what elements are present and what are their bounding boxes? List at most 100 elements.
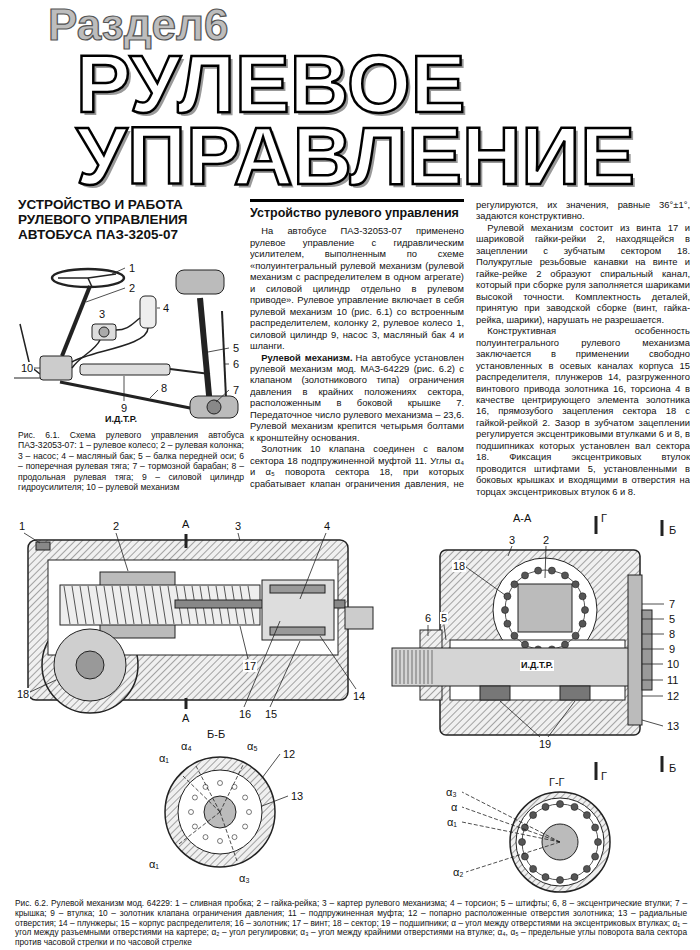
section-a-a-part-part <box>416 650 417 684</box>
steering-gear-view <box>24 533 373 713</box>
section-a-a-part-part <box>508 546 512 556</box>
section-g-g-part-part <box>466 842 560 872</box>
section-a-a-part-part <box>582 607 589 614</box>
section-a-a-part <box>440 550 640 735</box>
section-g-g-part-part <box>530 812 537 819</box>
section-a-a-part <box>518 584 572 632</box>
steering-gear-view-part-part <box>64 586 70 624</box>
steering-gear-view-part-part <box>136 586 142 624</box>
steering-scheme-part-part <box>150 390 158 398</box>
callout-number: α₃ <box>238 872 251 884</box>
callout-number: А <box>181 518 190 530</box>
callout-number: α₂ <box>452 866 465 878</box>
section-a-a-part-part <box>545 546 546 578</box>
section-a-a <box>392 516 664 780</box>
section-b-b-part-part <box>203 784 208 789</box>
section-a-a-part-part <box>548 701 575 737</box>
body-text: Рулевой механизм состоит из винта 17 и ш… <box>476 222 690 325</box>
watermark: И.Д.Т.Р. <box>520 660 554 671</box>
section-a-a-part-part <box>562 641 569 648</box>
callout-number: 6 <box>424 612 432 624</box>
section-a-a-part-part <box>642 649 664 650</box>
section-a-a-part-part <box>642 680 663 681</box>
section-g-g-part-part <box>462 792 560 842</box>
body-text: Конструктивная особенность полуинтеграль… <box>476 325 690 497</box>
steering-gear-view-part-part <box>320 636 356 689</box>
steering-gear-view-part-part <box>168 586 174 624</box>
callout-number: α₃ <box>445 786 458 798</box>
section-a-a-part <box>392 648 630 686</box>
steering-scheme-part <box>62 286 90 356</box>
section-a-a-part-part <box>404 650 405 684</box>
callout-number: 5 <box>232 342 240 354</box>
section-a-a-part <box>505 570 585 650</box>
body-text: На автобусе установлен рулевой механизм … <box>250 352 464 443</box>
steering-gear-view-part-part <box>244 621 280 707</box>
steering-gear-view-part-part <box>160 586 166 624</box>
section-a-a-part-part <box>562 572 569 579</box>
section-a-a-part <box>642 610 652 690</box>
subsection-heading: Устройство рулевого управления <box>250 206 459 220</box>
steering-scheme-part <box>88 274 116 278</box>
section-g-g-part <box>462 792 560 872</box>
callout-number: 1 <box>18 520 26 532</box>
section-g-g-part-part <box>571 803 578 810</box>
figure-caption: Рис. 6.2. Рулевой механизм мод. 64229: 1… <box>15 899 687 948</box>
section-a-a-part-part <box>511 581 518 588</box>
section-a-a-part-part <box>535 567 542 574</box>
paragraph: На автобусе ПАЗ-32053-07 применено рулев… <box>250 225 464 351</box>
steering-scheme-part <box>116 318 140 330</box>
section-a-a-part-part <box>400 650 401 684</box>
section-a-a-part-part <box>642 634 664 635</box>
section-a-a-part-part <box>579 620 586 627</box>
steering-gear-view-part-part <box>152 586 158 624</box>
steering-gear-view-part-part <box>104 586 110 624</box>
steering-scheme-part <box>20 324 40 374</box>
section-b-b-part-part <box>192 795 197 800</box>
section-b-b-part-part <box>262 796 288 806</box>
section-a-a-part-part <box>642 720 663 726</box>
section-b-b-part <box>165 757 275 867</box>
steering-gear-view-part-part <box>88 586 94 624</box>
section-g-g-part-part <box>571 874 578 881</box>
steering-scheme-part <box>34 268 229 402</box>
steering-gear-view-part-part <box>238 533 240 541</box>
section-g-g <box>462 792 610 892</box>
steering-scheme-part-part <box>225 364 229 365</box>
callout-number: 7 <box>232 384 240 396</box>
steering-scheme-part <box>60 382 200 410</box>
callout-number: 16 <box>238 708 252 720</box>
paragraph: Рулевой механизм состоит из винта 17 и ш… <box>476 222 690 325</box>
page-title: РУЛЕВОЕ УПРАВЛЕНИЕ <box>76 48 691 192</box>
callout-number: 4 <box>162 302 170 314</box>
paragraph: Рулевой механизм.На автобусе установлен … <box>250 352 464 444</box>
steering-gear-view-part <box>54 629 126 701</box>
section-b-b-part-part <box>220 812 237 861</box>
section-a-a-part <box>661 520 664 536</box>
callout-number: α₁ <box>446 816 458 828</box>
steering-scheme-part <box>14 378 40 379</box>
steering-scheme <box>14 268 238 418</box>
callout-number: 1 <box>128 262 136 274</box>
steering-gear-view-part <box>76 651 104 679</box>
callout-number: 12 <box>666 690 680 702</box>
section-b-b-part-part <box>218 839 223 844</box>
section-a-a-part-part <box>642 604 664 605</box>
section-a-a-part-part <box>396 650 397 684</box>
section-g-g-part-part <box>542 874 549 881</box>
callout-number: 8 <box>668 628 676 640</box>
callout-number: 3 <box>98 308 106 320</box>
section-a-a-part-part <box>522 641 529 648</box>
callout-number: 13 <box>666 720 680 732</box>
section-b-b-part-part <box>183 776 220 812</box>
callout-number: А <box>181 712 190 724</box>
steering-scheme-part-part <box>124 376 125 401</box>
callout-number: Б-Б <box>206 728 226 740</box>
section-g-g-part-part <box>583 812 590 819</box>
section-g-g-part-part <box>462 822 560 842</box>
section-a-a-part <box>628 575 642 725</box>
section-a-a-part-part <box>424 650 425 684</box>
section-a-a-part-part <box>642 696 663 697</box>
section-g-g-part-part <box>462 807 560 842</box>
callout-number: 7 <box>668 598 676 610</box>
